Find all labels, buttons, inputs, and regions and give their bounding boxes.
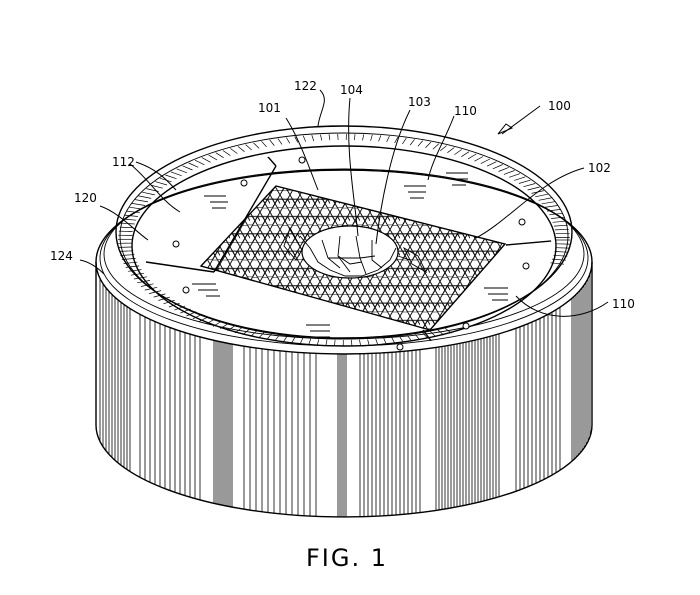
reference-labels: 100 101 102 103 104 110 110 112 120 122 … [50, 79, 635, 311]
central-cavity [301, 225, 399, 279]
label-124: 124 [50, 249, 73, 263]
leader-122 [317, 89, 325, 127]
leader-110b [515, 295, 609, 317]
lid-inner-ellipse [131, 145, 557, 347]
lid-hatch [118, 133, 570, 347]
leader-112b [135, 161, 177, 191]
label-110-right: 110 [612, 297, 635, 311]
label-120: 120 [74, 191, 97, 205]
label-101: 101 [258, 101, 281, 115]
leader-120 [99, 205, 149, 241]
leader-124 [79, 259, 105, 275]
label-122: 122 [294, 79, 317, 93]
label-100: 100 [548, 99, 571, 113]
leader-103 [375, 109, 411, 245]
label-102: 102 [588, 161, 611, 175]
divider-left [145, 261, 215, 273]
mounting-holes [172, 156, 530, 351]
leader-lines [79, 89, 609, 317]
arrow-100 [497, 123, 514, 135]
cavity-facets [283, 226, 428, 277]
label-110-top: 110 [454, 104, 477, 118]
divider-right [505, 239, 552, 246]
figure-caption: FIG. 1 [306, 544, 388, 572]
leader-101 [285, 117, 319, 191]
leader-110a [427, 115, 455, 181]
label-104: 104 [340, 83, 363, 97]
lid-ring-a [119, 132, 569, 340]
leader-112 [129, 163, 181, 213]
leader-104 [348, 97, 359, 237]
lid [115, 125, 573, 347]
hex-mesh-panel [199, 185, 507, 331]
lid-outer-ellipse [115, 125, 573, 339]
label-112: 112 [112, 155, 135, 169]
surface-marks [192, 172, 508, 338]
base-bottom-edge [95, 424, 593, 518]
label-103: 103 [408, 95, 431, 109]
leader-102 [475, 167, 585, 239]
